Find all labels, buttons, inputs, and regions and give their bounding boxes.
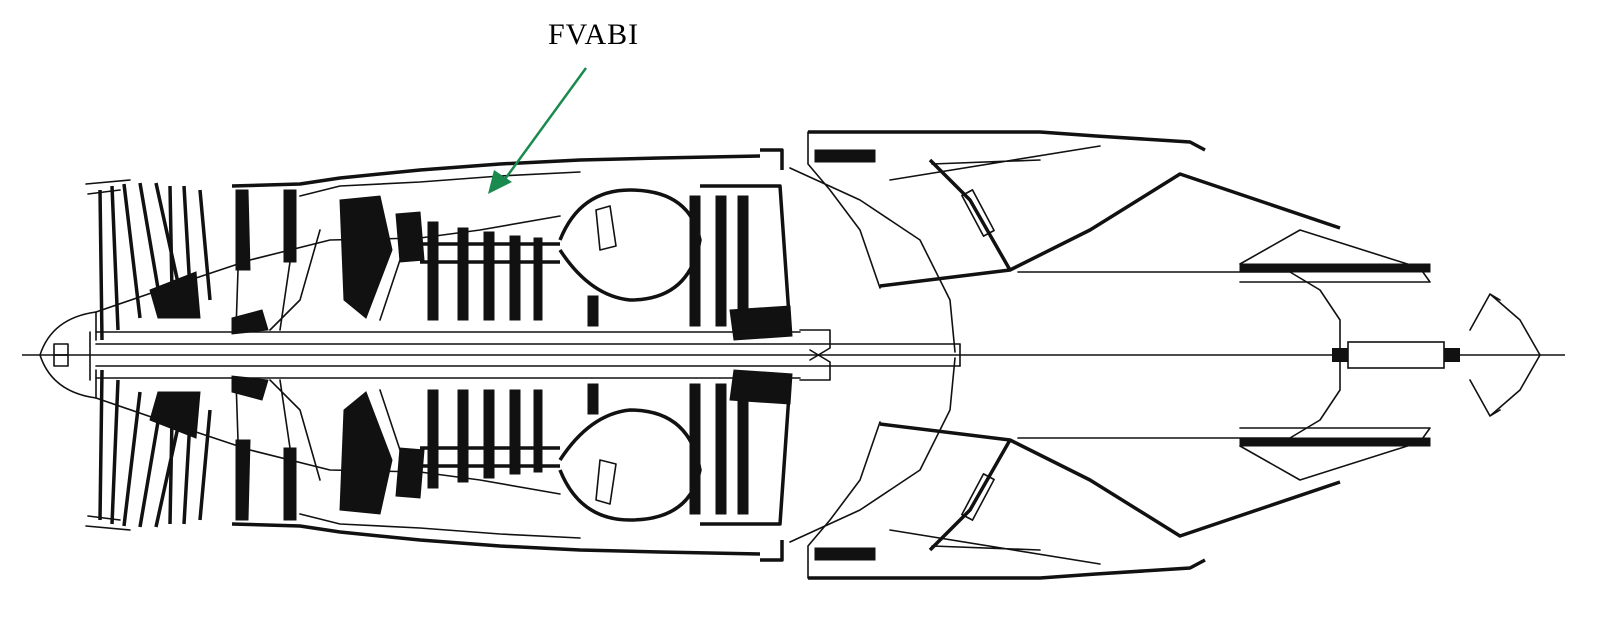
- shaft: [89, 331, 961, 381]
- nozzle-actuator: [1347, 341, 1445, 369]
- actuator-end-left: [1332, 348, 1348, 362]
- engine-lower-half: [38, 348, 1542, 580]
- engine-upper-half: [38, 130, 1542, 362]
- annotation-arrow: [488, 67, 588, 194]
- actuator-end-right: [1444, 348, 1460, 362]
- annotation-label: FVABI: [548, 18, 640, 51]
